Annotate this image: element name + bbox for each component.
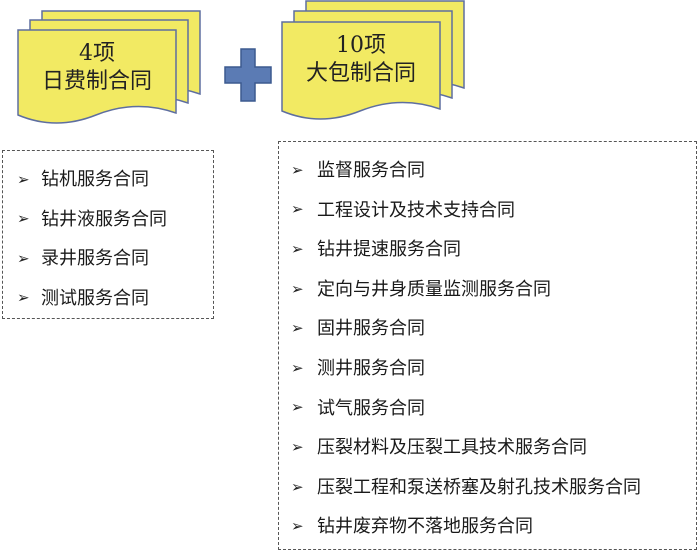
left-group-count: 4项 (79, 41, 115, 66)
right-group-type: 大包制合同 (305, 61, 416, 86)
list-item: ➢定向与井身质量监测服务合同 (279, 270, 696, 310)
arrow-bullet-icon: ➢ (17, 288, 30, 307)
right-contract-list: ➢监督服务合同 ➢工程设计及技术支持合同 ➢钻井提速服务合同 ➢定向与井身质量监… (278, 141, 697, 550)
plus-icon (224, 48, 272, 102)
list-item: ➢压裂工程和泵送桥塞及射孔技术服务合同 (279, 468, 696, 508)
document-stack-icon (17, 10, 201, 124)
left-contract-list: ➢钻机服务合同 ➢钻井液服务合同 ➢录井服务合同 ➢测试服务合同 (2, 150, 214, 319)
arrow-bullet-icon: ➢ (291, 319, 304, 338)
arrow-bullet-icon: ➢ (291, 477, 304, 496)
list-item: ➢钻井废弃物不落地服务合同 (279, 507, 696, 547)
list-item: ➢压裂材料及压裂工具技术服务合同 (279, 428, 696, 468)
right-group-title: 10项 大包制合同 (282, 32, 440, 88)
list-item: ➢钻机服务合同 (3, 160, 213, 200)
arrow-bullet-icon: ➢ (291, 438, 304, 457)
arrow-bullet-icon: ➢ (17, 209, 30, 228)
right-group-count: 10项 (336, 33, 386, 58)
list-item: ➢工程设计及技术支持合同 (279, 191, 696, 231)
arrow-bullet-icon: ➢ (291, 398, 304, 417)
left-group-title: 4项 日费制合同 (18, 40, 176, 96)
list-item: ➢试气服务合同 (279, 389, 696, 429)
left-group-type: 日费制合同 (41, 69, 152, 94)
list-item: ➢钻井提速服务合同 (279, 230, 696, 270)
document-stack-icon (281, 0, 465, 120)
list-item: ➢测井服务合同 (279, 349, 696, 389)
arrow-bullet-icon: ➢ (291, 358, 304, 377)
arrow-bullet-icon: ➢ (291, 200, 304, 219)
arrow-bullet-icon: ➢ (291, 279, 304, 298)
left-document-stack: 4项 日费制合同 (14, 10, 204, 128)
list-item: ➢录井服务合同 (3, 239, 213, 279)
list-item: ➢钻井液服务合同 (3, 200, 213, 240)
arrow-bullet-icon: ➢ (291, 240, 304, 259)
right-document-stack: 10项 大包制合同 (278, 0, 468, 126)
list-item: ➢监督服务合同 (279, 151, 696, 191)
arrow-bullet-icon: ➢ (291, 161, 304, 179)
arrow-bullet-icon: ➢ (17, 249, 30, 267)
arrow-bullet-icon: ➢ (17, 170, 30, 188)
list-item: ➢固井服务合同 (279, 309, 696, 349)
list-item: ➢测试服务合同 (3, 279, 213, 319)
arrow-bullet-icon: ➢ (291, 517, 304, 536)
